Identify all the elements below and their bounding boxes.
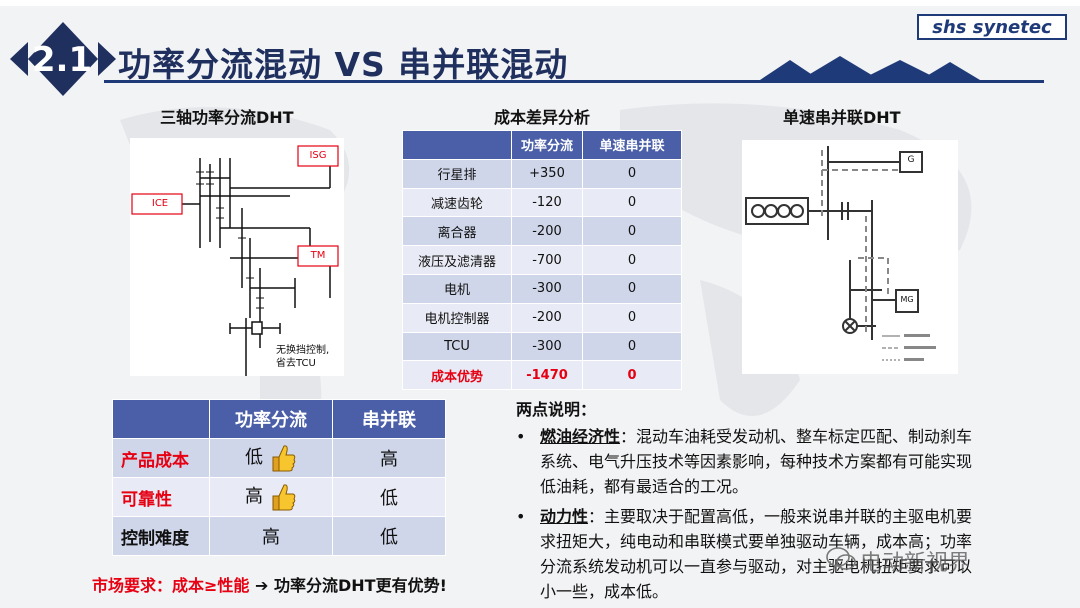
summary-series-value: 0 <box>582 360 682 391</box>
row-power-split-value: +350 <box>511 158 583 189</box>
cell-power-split: 低 <box>209 438 333 478</box>
row-label-cost: 产品成本 <box>112 438 210 478</box>
row-series-value: 0 <box>582 187 682 218</box>
row-power-split-value: -200 <box>511 216 583 247</box>
section-badge <box>10 22 116 96</box>
table-row: 控制难度 高 低 <box>112 516 446 556</box>
row-series-value: 0 <box>582 158 682 189</box>
notes-title: 两点说明： <box>516 400 597 419</box>
wechat-icon <box>826 547 856 570</box>
g-label: G <box>907 155 915 165</box>
note-keyword: 燃油经济性 <box>540 427 621 446</box>
thumbs-up-icon <box>272 445 296 472</box>
arrow-icon: ➔ <box>255 576 269 595</box>
table-row: 可靠性 高 低 <box>112 477 446 517</box>
row-power-split-value: -120 <box>511 187 583 218</box>
table-row: 产品成本 低 高 <box>112 438 446 478</box>
summary-power-split-value: -1470 <box>511 360 583 391</box>
header-series-parallel: 串并联 <box>332 399 446 439</box>
table-header-row: 功率分流 串并联 <box>112 399 446 439</box>
bullet-icon: • <box>516 507 526 526</box>
section-number: 2.1 <box>31 40 93 80</box>
header-power-split: 功率分流 <box>511 130 583 160</box>
page-title: 功率分流混动 VS 串并联混动 <box>118 45 569 84</box>
note-text: ：主要取决于配置高低，一般来说串并联的主驱电机要求扭矩大，纯电动和串联模式要单独… <box>540 507 973 601</box>
row-power-split-value: -700 <box>511 245 583 275</box>
row-label: 电机 <box>402 273 512 304</box>
note-item-fuel: • 燃油经济性：混动车油耗受发动机、整车标定匹配、制动刹车系统、电气升压技术等因… <box>516 424 976 499</box>
series-parallel-schematic <box>745 146 936 361</box>
row-label: 电机控制器 <box>402 302 512 333</box>
cost-table-caption: 成本差异分析 <box>494 108 591 127</box>
isg-label: ISG <box>309 150 327 161</box>
header-cell-blank <box>112 399 210 439</box>
row-power-split-value: -200 <box>511 302 583 333</box>
row-label: 离合器 <box>402 216 512 247</box>
diagram-note-line2: 省去TCU <box>276 358 316 369</box>
bullet-icon: • <box>516 427 526 446</box>
thumbs-up-icon <box>272 484 296 511</box>
three-axis-dht-diagram: ICE ISG TM 无换挡控制, 省去TCU <box>130 138 344 376</box>
tm-label: TM <box>310 250 326 261</box>
dht-schematic <box>131 145 339 376</box>
header-cell-blank <box>402 130 512 160</box>
summary-label: 成本优势 <box>402 360 512 391</box>
ice-label: ICE <box>151 198 169 209</box>
cell-series: 低 <box>332 516 446 556</box>
market-red-text: 市场要求：成本≥性能 <box>92 576 250 595</box>
right-diagram-caption: 单速串并联DHT <box>783 108 901 127</box>
market-conclusion: 功率分流DHT更有优势! <box>273 576 447 595</box>
row-label-reliability: 可靠性 <box>112 477 210 517</box>
row-label: TCU <box>402 331 512 362</box>
row-series-value: 0 <box>582 302 682 333</box>
left-diagram-caption: 三轴功率分流DHT <box>160 108 294 127</box>
row-series-value: 0 <box>582 273 682 304</box>
header-series-parallel: 单速串并联 <box>582 130 682 160</box>
watermark: 电动新视界 <box>860 551 971 576</box>
row-label-control: 控制难度 <box>112 516 210 556</box>
cell-power-split: 高 <box>209 477 333 517</box>
diagram-note: 无换挡控制, 省去TCU <box>276 344 329 370</box>
company-logo: shs synetec <box>917 14 1067 40</box>
row-power-split-value: -300 <box>511 273 583 304</box>
cell-series: 高 <box>332 438 446 478</box>
table-header-row: 功率分流 单速串并联 <box>402 130 682 160</box>
row-label: 减速齿轮 <box>402 187 512 218</box>
row-series-value: 0 <box>582 331 682 362</box>
market-requirement: 市场要求：成本≥性能 ➔ 功率分流DHT更有优势! <box>92 572 447 596</box>
row-power-split-value: -300 <box>511 331 583 362</box>
cell-series: 低 <box>332 477 446 517</box>
mg-label: MG <box>900 295 914 304</box>
row-series-value: 0 <box>582 216 682 247</box>
comparison-table: 功率分流 串并联 产品成本 低 高 可靠性 高 低 控制难度 高 低 <box>112 399 446 556</box>
row-label: 行星排 <box>402 158 512 189</box>
row-series-value: 0 <box>582 245 682 275</box>
header-power-split: 功率分流 <box>209 399 333 439</box>
note-item-power: • 动力性：主要取决于配置高低，一般来说串并联的主驱电机要求扭矩大，纯电动和串联… <box>516 504 976 604</box>
diagram-note-line1: 无换挡控制, <box>276 345 330 356</box>
note-keyword: 动力性 <box>540 507 589 526</box>
note-text: ：混动车油耗受发动机、整车标定匹配、制动刹车系统、电气升压技术等因素影响，每种技… <box>540 427 973 496</box>
cell-value: 高 <box>245 486 263 507</box>
single-speed-dht-diagram: G MG <box>742 140 958 374</box>
title-underline <box>104 80 1044 83</box>
cell-value: 低 <box>245 447 263 468</box>
row-label: 液压及滤清器 <box>402 245 512 275</box>
cell-power-split: 高 <box>209 516 333 556</box>
